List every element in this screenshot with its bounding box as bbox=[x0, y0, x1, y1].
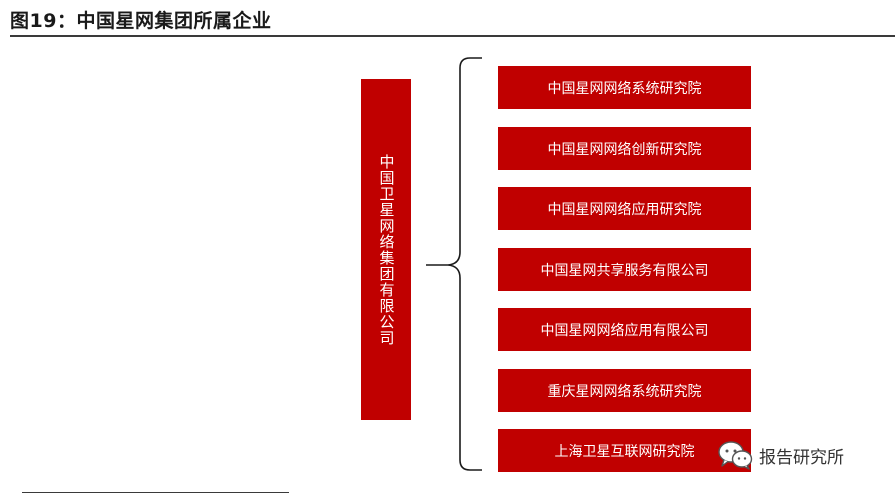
subsidiary-box: 中国星网网络系统研究院 bbox=[498, 66, 751, 109]
wechat-icon bbox=[718, 441, 753, 470]
subsidiary-box: 重庆星网网络系统研究院 bbox=[498, 369, 751, 412]
parent-company-label: 中国卫星网络集团有限公司 bbox=[377, 153, 396, 346]
figure-title: 图19：中国星网集团所属企业 bbox=[10, 10, 272, 32]
watermark: 报告研究所 bbox=[717, 440, 844, 470]
subsidiary-box: 中国星网网络创新研究院 bbox=[498, 127, 751, 170]
subsidiary-box: 中国星网网络应用有限公司 bbox=[498, 308, 751, 351]
subsidiary-box: 中国星网网络应用研究院 bbox=[498, 187, 751, 230]
subsidiary-box: 上海卫星互联网研究院 bbox=[498, 429, 751, 472]
curly-brace-connector bbox=[426, 57, 482, 471]
parent-company-box: 中国卫星网络集团有限公司 bbox=[361, 79, 411, 420]
title-divider bbox=[10, 35, 895, 37]
subsidiary-box: 中国星网共享服务有限公司 bbox=[498, 248, 751, 291]
bottom-divider bbox=[22, 492, 289, 493]
watermark-text: 报告研究所 bbox=[759, 447, 844, 468]
